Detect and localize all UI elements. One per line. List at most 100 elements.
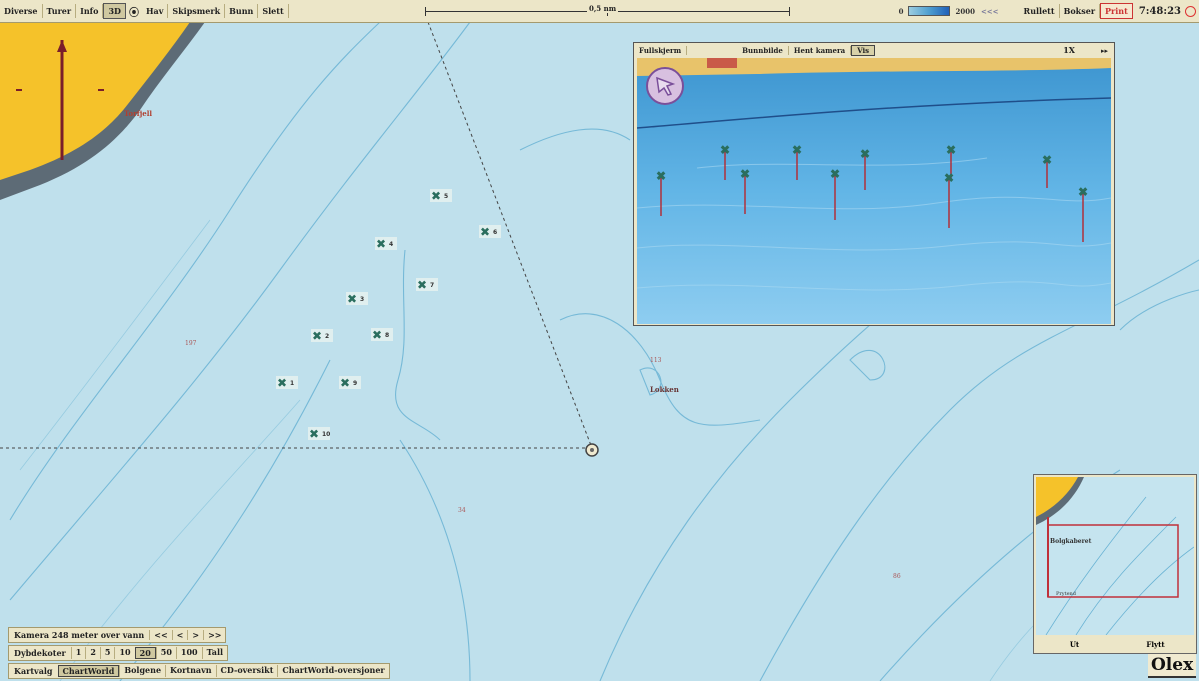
print-button[interactable]: Print (1100, 3, 1133, 19)
waypoint-x-icon: ✖ (431, 189, 441, 203)
waypoint-marker[interactable]: ✖3 (346, 292, 368, 306)
waypoint-number: 2 (325, 333, 329, 340)
camera-height-text: Kamera 248 meter over vann (14, 630, 145, 640)
bokser-button[interactable]: Bokser (1060, 4, 1101, 18)
tab-get-camera[interactable]: Hent kamera (789, 45, 852, 55)
depth-button-3[interactable]: 10 (114, 647, 134, 659)
chart-button-1[interactable]: Bolgene (119, 665, 165, 677)
marker-x-icon: ✖ (860, 147, 870, 161)
menu-hav[interactable]: Hav (142, 4, 169, 18)
depth-button-1[interactable]: 2 (85, 647, 100, 659)
tab-bottom-image[interactable]: Bunnbilde (737, 45, 789, 55)
waypoint-marker[interactable]: ✖5 (430, 189, 452, 203)
waypoint-number: 5 (444, 193, 448, 200)
depth-button-2[interactable]: 5 (99, 647, 115, 659)
minimap-canvas[interactable]: Bolgkaberet Prytend (1036, 477, 1194, 635)
toolbar-right: 0 2000 <<< Rullett Bokser Print 7:48:23 (896, 0, 1199, 22)
3d-scene[interactable]: ✖✖✖✖✖✖✖✖✖✖ (637, 58, 1111, 324)
waypoint-x-icon: ✖ (480, 225, 490, 239)
waypoint-marker[interactable]: ✖10 (308, 427, 330, 441)
waypoint-marker[interactable]: ✖6 (479, 225, 501, 239)
waypoint-x-icon: ✖ (376, 237, 386, 251)
menu-3d[interactable]: 3D (103, 3, 126, 19)
camera-button-1[interactable]: < (171, 630, 188, 640)
depth-button-5[interactable]: 50 (155, 647, 176, 659)
waypoint-number: 6 (493, 229, 497, 236)
camera-view-line (427, 21, 593, 449)
waypoint-x-icon: ✖ (277, 376, 287, 390)
menu-skipsmerk[interactable]: Skipsmerk (168, 4, 226, 18)
zoom-level[interactable]: 1X (1063, 45, 1075, 55)
depth-label: 197 (185, 340, 197, 347)
depth-label: 86 (893, 573, 901, 580)
clock: 7:48:23 (1138, 5, 1181, 17)
depth-button-7[interactable]: Tall (201, 647, 227, 659)
place-label-lokken: Lokken (650, 385, 679, 394)
menu-bunn[interactable]: Bunn (225, 4, 259, 18)
waypoint-x-icon: ✖ (340, 376, 350, 390)
menu-diverse[interactable]: Diverse (0, 4, 43, 18)
depth-button-6[interactable]: 100 (175, 647, 202, 659)
target-icon[interactable]: ⦿ (128, 7, 139, 19)
camera-button-3[interactable]: >> (203, 630, 225, 640)
marker-x-icon: ✖ (740, 167, 750, 181)
waypoint-marker[interactable]: ✖1 (276, 376, 298, 390)
marker-x-icon: ✖ (720, 143, 730, 157)
marker-x-icon: ✖ (944, 171, 954, 185)
marker-x-icon: ✖ (1078, 185, 1088, 199)
waypoint-x-icon: ✖ (309, 427, 319, 441)
waypoint-number: 9 (353, 380, 357, 387)
tab-fullscreen[interactable]: Fullskjerm (634, 45, 688, 55)
brand-logo: Olex (1148, 654, 1197, 678)
chart-button-3[interactable]: CD-oversikt (215, 665, 278, 677)
waypoint-number: 8 (385, 332, 389, 339)
tab-show[interactable]: Vis (851, 44, 876, 56)
minimap-label-2: Prytend (1056, 591, 1077, 597)
3d-view-header: Fullskjerm Bunnbilde Hent kamera Vis 1X … (634, 43, 1114, 57)
overview-minimap[interactable]: Bolgkaberet Prytend Ut Flytt (1033, 474, 1197, 654)
marker-x-icon: ✖ (792, 143, 802, 157)
fast-forward-icon[interactable]: ▸▸ (1100, 45, 1108, 55)
minimap-controls: Ut Flytt (1034, 637, 1196, 653)
bottom-controls: Kamera 248 meter over vann <<<>>> Dybdek… (8, 627, 390, 681)
waypoint-x-icon: ✖ (417, 278, 427, 292)
waypoint-number: 10 (322, 431, 330, 438)
chart-button-2[interactable]: Kortnavn (165, 665, 216, 677)
waypoint-marker[interactable]: ✖2 (311, 329, 333, 343)
camera-button-0[interactable]: << (149, 630, 171, 640)
scale-bar: 0,5 nm (425, 3, 790, 19)
waypoint-marker[interactable]: ✖4 (375, 237, 397, 251)
depth-button-4[interactable]: 20 (134, 647, 156, 659)
depth-color-scale[interactable] (908, 6, 951, 16)
move-button[interactable]: Flytt (1146, 640, 1165, 649)
waypoint-x-icon: ✖ (347, 292, 357, 306)
depth-button-0[interactable]: 1 (70, 647, 86, 659)
menu-turer[interactable]: Turer (43, 4, 77, 18)
camera-button-2[interactable]: > (187, 630, 203, 640)
depth-max: 2000 (955, 6, 975, 16)
waypoint-marker[interactable]: ✖9 (339, 376, 361, 390)
marker-x-icon: ✖ (946, 143, 956, 157)
waypoint-number: 1 (290, 380, 294, 387)
waypoint-layer[interactable]: ✖1✖2✖3✖4✖5✖6✖7✖8✖9✖10 (276, 189, 501, 441)
marker-x-icon: ✖ (1042, 153, 1052, 167)
indicator: <<< (980, 6, 999, 16)
status-circle-icon (1185, 5, 1196, 17)
menu-info[interactable]: Info (76, 4, 104, 18)
marker-x-icon: ✖ (656, 169, 666, 183)
3d-view-window[interactable]: Fullskjerm Bunnbilde Hent kamera Vis 1X … (633, 42, 1115, 326)
zoom-out-button[interactable]: Ut (1069, 640, 1080, 649)
waypoint-marker[interactable]: ✖8 (371, 328, 393, 342)
depth-label: 34 (458, 507, 466, 514)
3d-waypoint-markers: ✖✖✖✖✖✖✖✖✖✖ (656, 143, 1088, 242)
chart-button-0[interactable]: ChartWorld (57, 665, 120, 677)
menu-slett[interactable]: Slett (258, 4, 289, 18)
waypoint-marker[interactable]: ✖7 (416, 278, 438, 292)
chart-button-4[interactable]: ChartWorld-oversjoner (277, 665, 388, 677)
rullett-button[interactable]: Rullett (1020, 4, 1060, 18)
depth-label: 113 (650, 357, 662, 364)
